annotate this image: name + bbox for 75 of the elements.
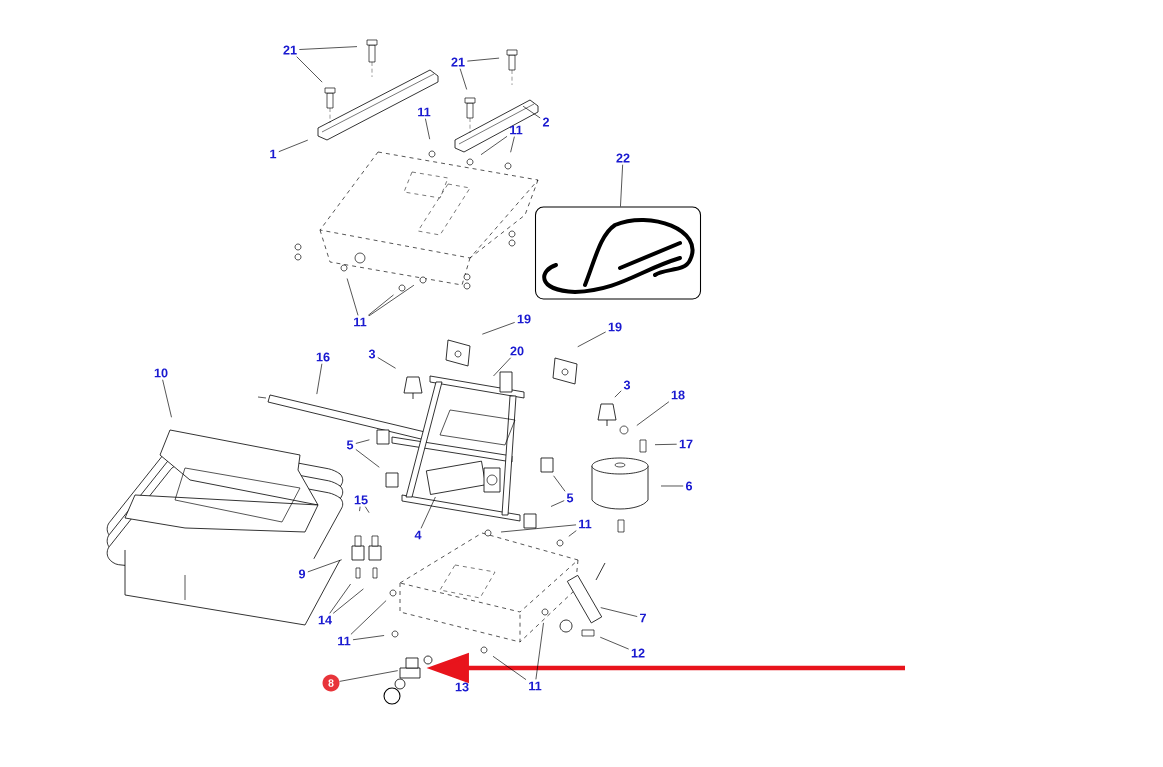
callout-number: 2 [542,117,550,127]
fitting-drawing [383,655,433,705]
callout-number: 18 [671,390,685,400]
callout-number: 5 [566,493,574,503]
inset-box [534,206,702,300]
leader-line [636,401,670,426]
leader-line [481,322,516,335]
callout-number: 5 [346,440,354,450]
leader-line [522,105,541,119]
callout-number: 13 [455,682,469,692]
leader-line [316,363,323,395]
callout-number: 14 [318,615,332,625]
leader-line [654,443,678,446]
leader-line [577,331,607,348]
leader-line [480,136,508,156]
leader-line [493,357,511,377]
leader-line [367,294,394,316]
leader-line [332,588,364,614]
leader-line [568,530,577,537]
callout-number: 9 [298,569,306,579]
callout-number: 11 [579,519,592,529]
leader-line [510,136,515,153]
callout-number: 22 [616,153,630,163]
callout-number: 11 [418,107,431,117]
leader-line [553,475,566,492]
callout-number: 6 [685,481,693,491]
callout-number: 21 [283,45,297,55]
leader-line [296,56,323,83]
leader-line [346,278,359,316]
callout-number: 3 [368,349,376,359]
leader-line [620,164,623,207]
leader-line [355,449,380,468]
callout-number: 11 [338,636,351,646]
callout-number: 21 [451,57,465,67]
leader-line [359,506,361,512]
leader-line [459,68,468,90]
callout-number: 15 [354,495,368,505]
callout-number: 12 [631,648,645,658]
leader-line [599,636,630,650]
leader-line [278,139,309,153]
leader-line [377,357,396,369]
leader-line [299,46,358,50]
callout-number: 1 [270,149,277,159]
leader-line [550,500,565,507]
callout-number: 20 [510,346,524,356]
callout-badge: 8 [322,674,340,692]
callout-number: 16 [316,352,330,362]
leader-line [329,583,351,614]
leader-line [352,635,385,641]
leader-line [339,670,399,682]
callout-number: 7 [640,613,646,623]
leader-line [364,506,370,514]
leader-line [162,379,172,418]
leader-line [355,439,370,444]
callout-number: 19 [608,322,622,332]
leader-line [420,496,436,529]
leader-line [425,118,431,140]
callout-number: 4 [414,530,422,540]
leader-line [350,600,387,635]
leader-line [492,655,527,680]
callout-number: 17 [679,439,693,449]
callout-number: 10 [154,368,168,378]
callout-number: 11 [529,681,542,691]
leader-line [467,57,500,62]
leader-line [368,284,415,317]
leader-line [535,622,544,680]
callout-number: 11 [510,125,523,135]
leader-line [614,390,622,398]
leader-line [660,485,684,487]
leader-line [600,607,638,617]
leader-line [307,559,343,573]
leader-line [500,524,577,533]
callout-number: 19 [517,314,531,324]
callout-number: 11 [354,317,367,327]
callout-number: 3 [623,380,631,390]
